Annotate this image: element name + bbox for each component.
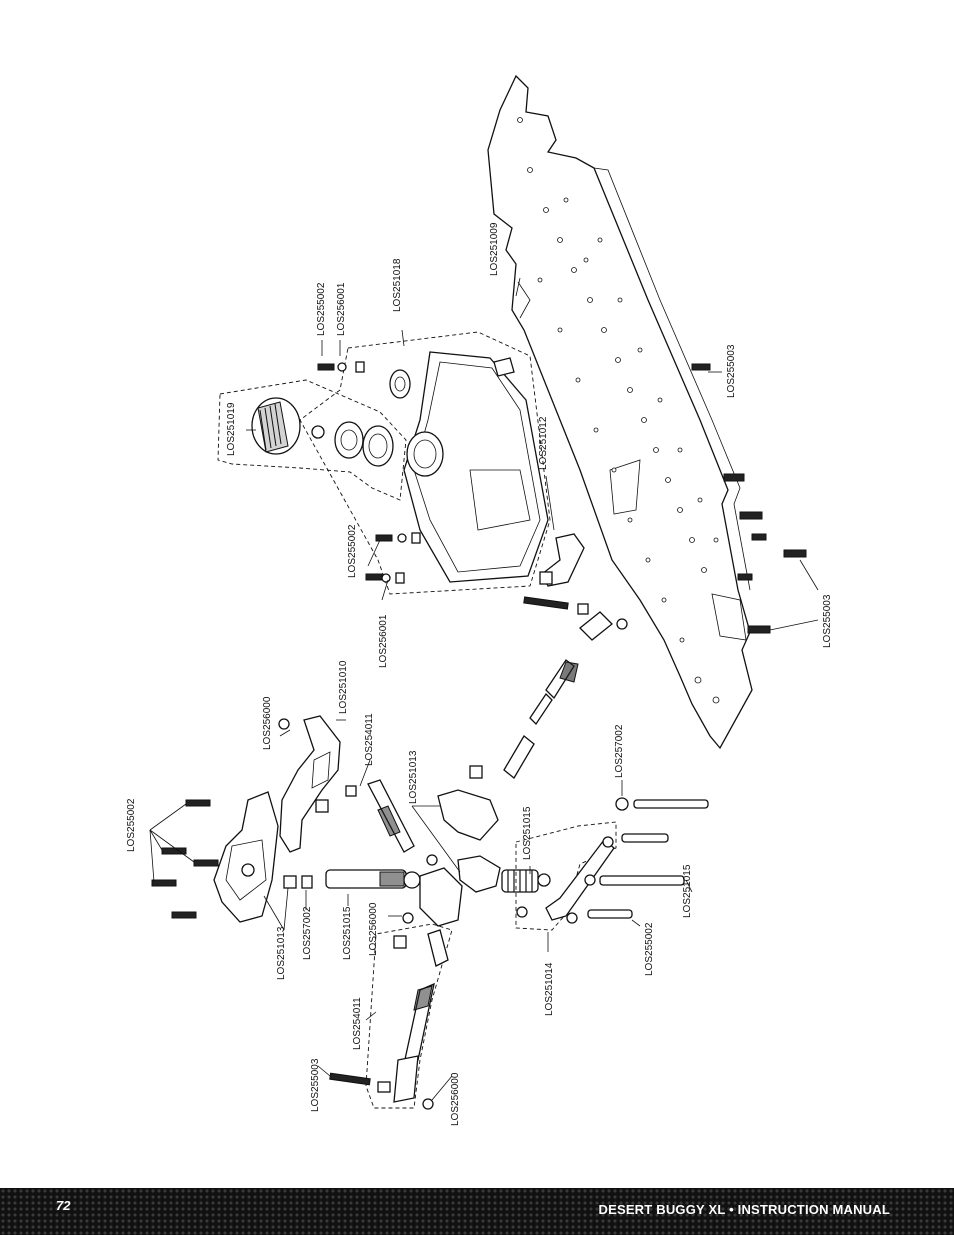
label-los257002-right: LOS257002 xyxy=(614,724,625,778)
tank-screws-mid xyxy=(365,532,421,584)
label-los256000-top: LOS256000 xyxy=(262,696,273,750)
label-los255002-left: LOS255002 xyxy=(126,798,137,852)
chassis-holes xyxy=(517,117,720,704)
servo-saver-arm xyxy=(278,715,341,853)
screw-bottom xyxy=(329,1072,371,1086)
chassis-screws-right xyxy=(691,363,807,634)
label-los255003-right-top: LOS255003 xyxy=(726,344,737,398)
leader-lines xyxy=(149,277,819,1101)
label-los251015-mid: LOS251015 xyxy=(522,806,533,860)
label-los254011-bottom: LOS254011 xyxy=(352,997,363,1050)
label-los256001-mid: LOS256001 xyxy=(378,614,389,668)
footer-bar: 72 DESERT BUGGY XL • INSTRUCTION MANUAL xyxy=(0,1188,954,1235)
label-los257002-left: LOS257002 xyxy=(302,906,313,960)
tank-cap-group xyxy=(217,379,407,501)
label-los251009: LOS251009 xyxy=(489,222,500,276)
steering-linkage xyxy=(469,596,628,779)
label-los251013-left: LOS251013 xyxy=(276,926,287,980)
bushings-left xyxy=(283,785,357,889)
bellcrank-mid xyxy=(402,789,501,927)
exploded-parts-diagram: LOS251009 LOS251018 LOS256001 LOS255002 … xyxy=(126,74,833,1126)
part-labels: LOS251009 LOS251018 LOS256001 LOS255002 … xyxy=(126,222,833,1126)
draglink xyxy=(515,821,617,931)
chassis-plate xyxy=(487,74,753,750)
label-los251012: LOS251012 xyxy=(538,416,549,470)
nut-bottom xyxy=(422,1098,434,1110)
bellcrank-plate xyxy=(213,791,279,923)
label-los256001-top: LOS256001 xyxy=(336,282,347,336)
label-los251015-left: LOS251015 xyxy=(342,906,353,960)
steering-link-upper xyxy=(367,779,415,853)
steering-post xyxy=(325,869,421,889)
label-los251013-mid: LOS251013 xyxy=(408,750,419,804)
label-los251018: LOS251018 xyxy=(392,258,403,312)
servo-mount-bracket xyxy=(539,533,589,615)
label-los251014: LOS251014 xyxy=(544,962,555,1016)
manual-title: DESERT BUGGY XL • INSTRUCTION MANUAL xyxy=(598,1202,890,1217)
page-number: 72 xyxy=(56,1198,71,1213)
label-los251010: LOS251010 xyxy=(338,660,349,714)
label-los256000-mid: LOS256000 xyxy=(368,902,379,956)
pins-right xyxy=(584,797,709,919)
label-los254011-top: LOS254011 xyxy=(364,713,375,766)
tank-screws-top xyxy=(317,361,365,373)
label-los251015-right: LOS251015 xyxy=(682,864,693,918)
label-los251019: LOS251019 xyxy=(226,402,237,456)
label-los255003-right-bottom: LOS255003 xyxy=(822,594,833,648)
label-los256000-bottom: LOS256000 xyxy=(450,1072,461,1126)
fuel-tank xyxy=(299,331,551,595)
label-los255002-right: LOS255002 xyxy=(644,922,655,976)
label-los255003-bottom: LOS255003 xyxy=(310,1058,321,1112)
label-los255002-mid: LOS255002 xyxy=(347,524,358,578)
spring xyxy=(501,869,551,893)
steering-link-lower xyxy=(365,923,453,1109)
screws-left xyxy=(151,799,219,919)
label-los255002-top: LOS255002 xyxy=(316,282,327,336)
